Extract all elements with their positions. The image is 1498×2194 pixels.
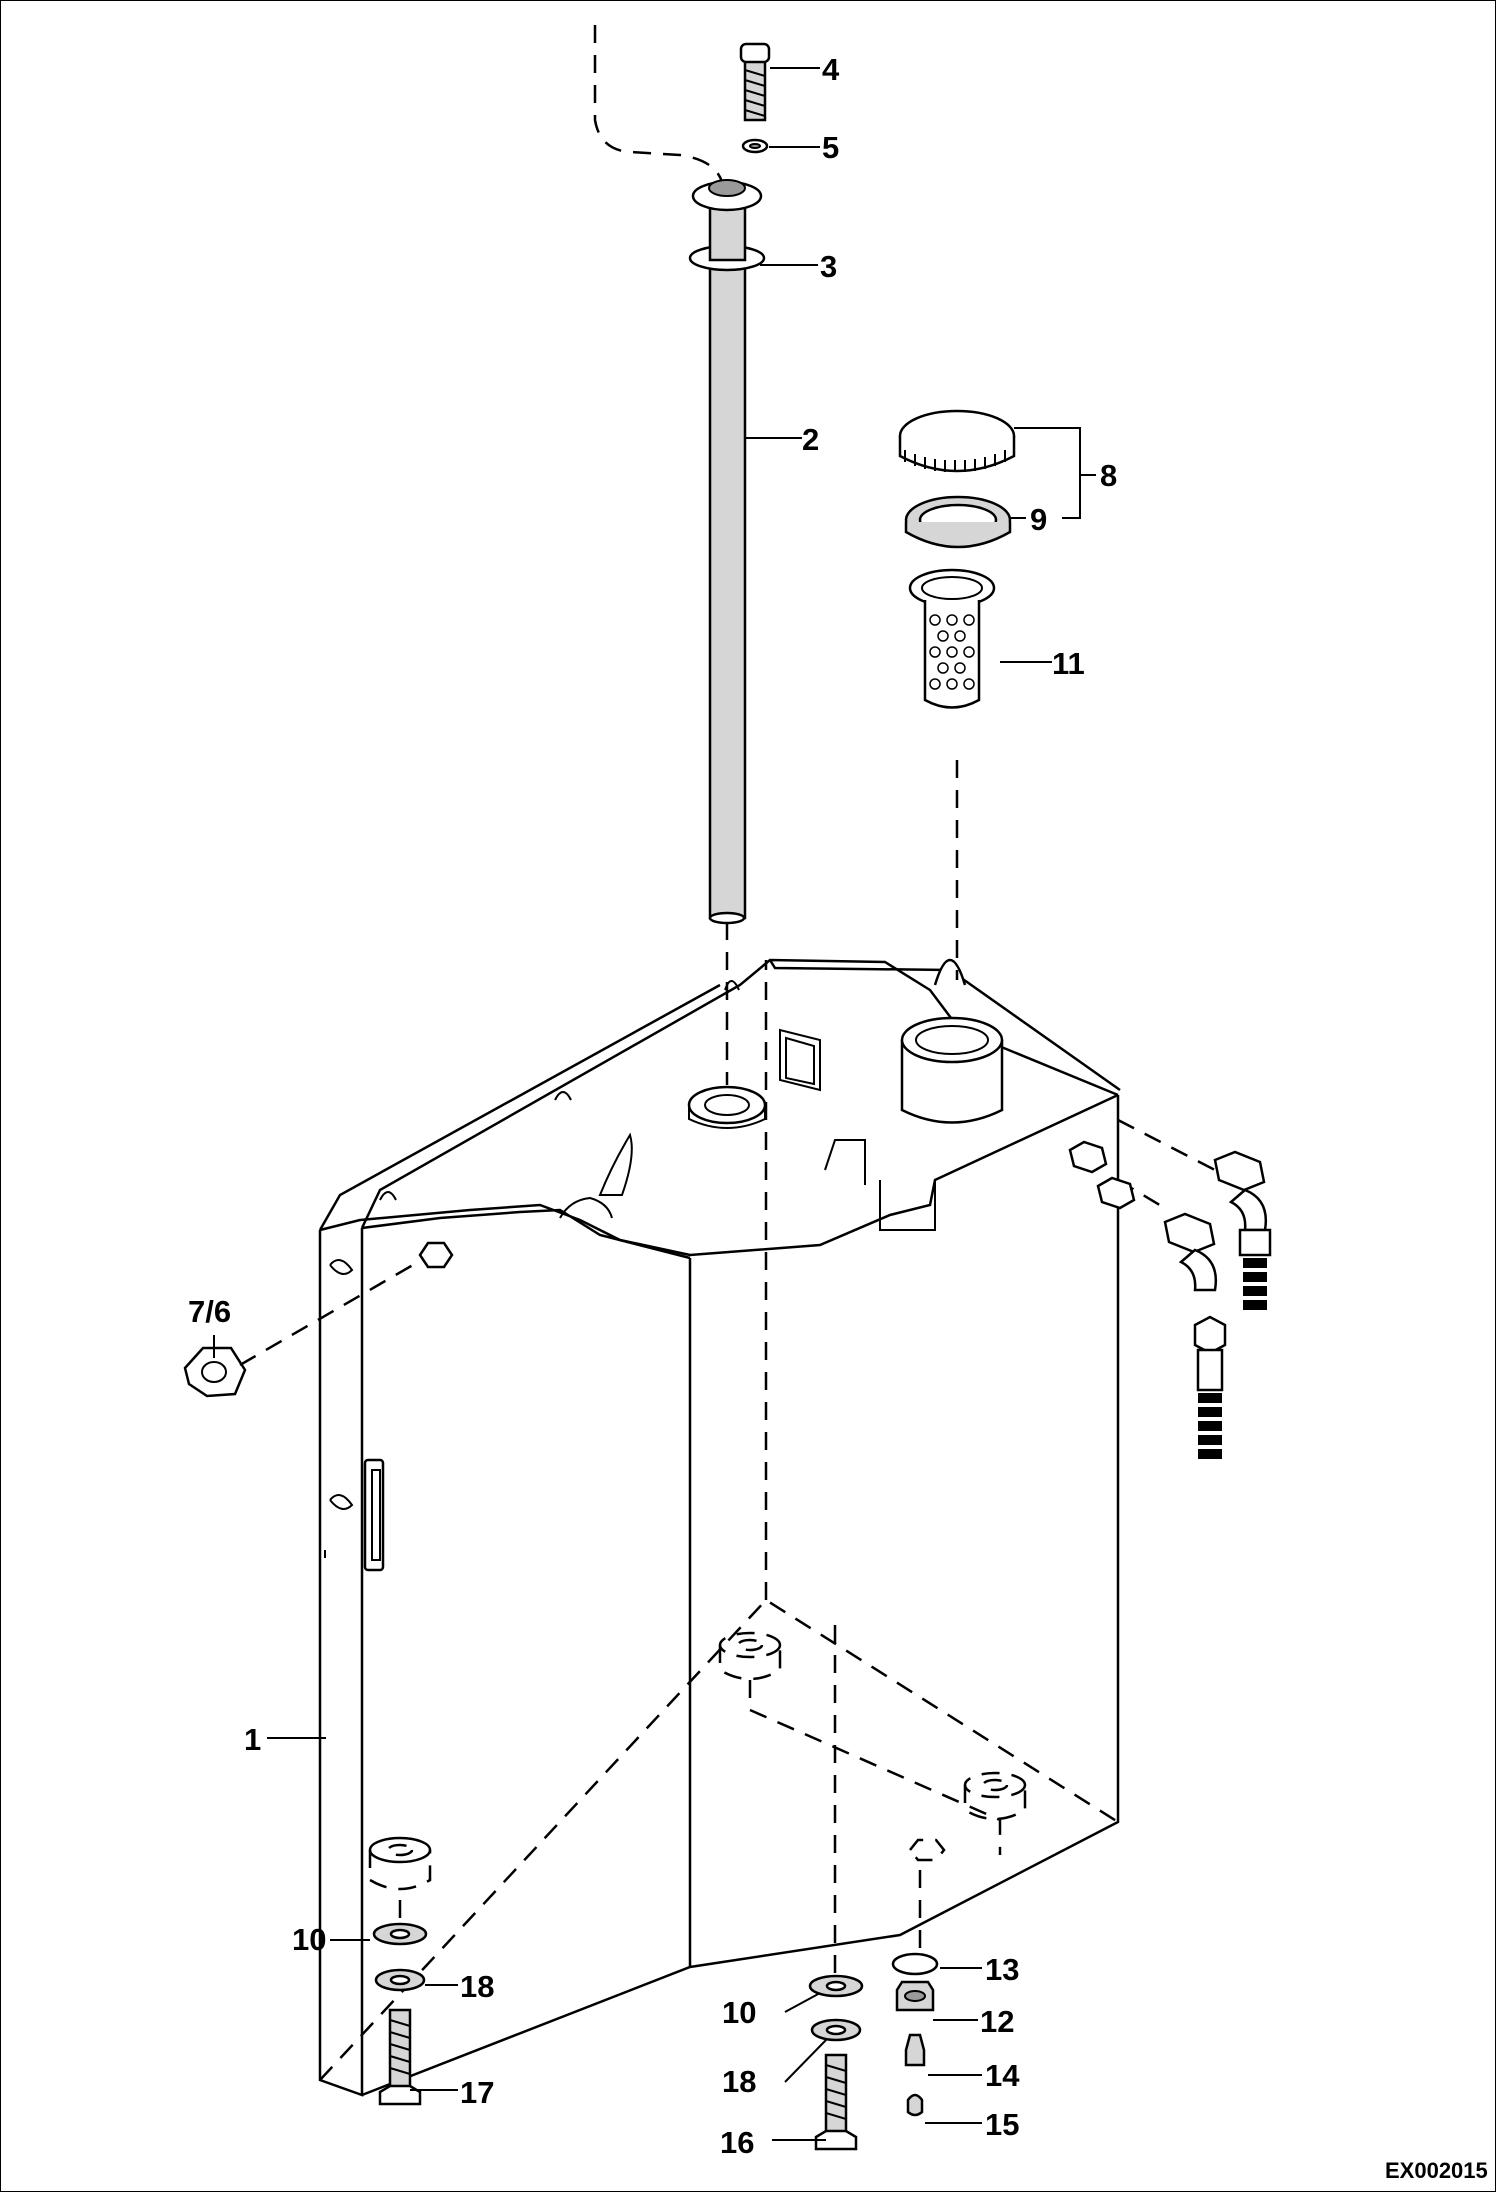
- filler-cap-assembly: [898, 409, 1016, 980]
- drawing-code: EX002015: [1385, 2158, 1488, 2183]
- label-18-right: 18: [722, 2064, 756, 2099]
- label-1: 1: [244, 1722, 261, 1757]
- label-11: 11: [1052, 646, 1085, 681]
- label-7-6: 7/6: [188, 1294, 231, 1329]
- nut-part-7-6: [183, 1241, 454, 1398]
- label-5: 5: [822, 130, 839, 165]
- label-17: 17: [460, 2075, 494, 2110]
- label-18-left: 18: [460, 1969, 494, 2004]
- label-10-right: 10: [722, 1995, 756, 2030]
- callout-labels: 1 2 3 4 5 7/6 8 9 10 10 11 12 13 14 15 1…: [188, 52, 1488, 2183]
- label-16: 16: [720, 2125, 754, 2160]
- label-13: 13: [985, 1952, 1019, 1987]
- leader-lines: [213, 67, 1096, 2141]
- fuel-sender-assembly: [593, 25, 771, 1085]
- mounting-hardware: [372, 1625, 939, 2151]
- label-12: 12: [980, 2004, 1014, 2039]
- label-3: 3: [820, 249, 837, 284]
- label-8: 8: [1100, 458, 1117, 493]
- label-2: 2: [802, 422, 819, 457]
- hose-fittings: [1068, 1118, 1272, 1459]
- tank-body: [318, 958, 1121, 2097]
- label-14: 14: [985, 2058, 1020, 2093]
- label-15: 15: [985, 2107, 1019, 2142]
- label-9: 9: [1030, 502, 1047, 537]
- label-4: 4: [822, 52, 840, 87]
- label-10-left: 10: [292, 1922, 326, 1957]
